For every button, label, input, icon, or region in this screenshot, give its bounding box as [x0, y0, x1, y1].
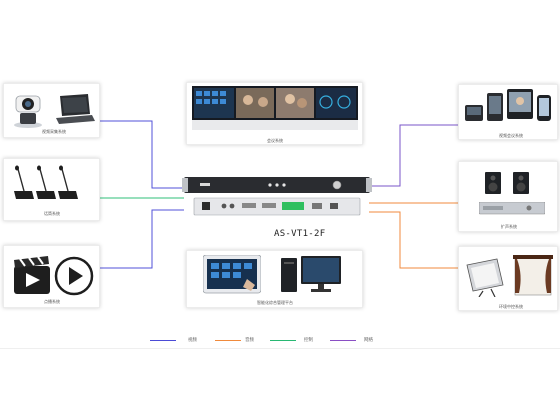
playback-system-card: 点播系统	[3, 245, 100, 308]
footer-divider	[0, 348, 560, 349]
wire-playback	[100, 209, 184, 269]
conference-phone-icon	[465, 89, 551, 121]
laptop-icon	[56, 94, 95, 124]
device-rack-unit	[182, 177, 372, 216]
speaker-system-card: 扩声系统	[458, 161, 558, 232]
stage-light-icon	[466, 258, 504, 297]
legend-video-label: 视频	[188, 338, 197, 343]
touch-panel-icon	[203, 255, 261, 294]
legend-audio-label: 音频	[245, 338, 254, 343]
device-model-label: AS-VT1-2F	[274, 229, 326, 239]
display-system-card: 会议系统	[186, 82, 363, 145]
legend-control-label: 控制	[304, 338, 313, 343]
camera-system-card: 视频采集系统	[3, 83, 100, 138]
videoconf-system-label: 视频会议系统	[499, 133, 523, 138]
wire-videoconf	[369, 124, 458, 187]
playback-system-label: 点播系统	[44, 299, 60, 304]
ptz-camera-icon	[14, 95, 42, 128]
curtain-icon	[513, 255, 553, 296]
control-platform-label: 智能化综合管理平台	[257, 300, 293, 305]
speaker-icon	[485, 172, 529, 194]
lighting-system-label: 环境中控系统	[499, 304, 523, 309]
wire-camera	[100, 120, 184, 189]
clapperboard-icon	[14, 256, 50, 294]
legend-audio-line	[215, 340, 241, 341]
control-platform-card: 智能化综合管理平台	[186, 250, 363, 308]
legend-network-label: 网络	[364, 338, 373, 343]
videoconf-system-card: 视频会议系统	[458, 84, 558, 140]
wire-lighting	[369, 211, 458, 269]
camera-system-label: 视频采集系统	[42, 129, 66, 134]
video-wall-icon	[192, 86, 358, 130]
mic-system-label: 话筒系统	[44, 211, 60, 216]
lighting-system-card: 环境中控系统	[458, 246, 558, 311]
speaker-system-label: 扩声系统	[501, 224, 517, 229]
desktop-computer-icon	[281, 256, 341, 292]
play-button-icon	[54, 256, 94, 296]
legend-video-line	[150, 340, 176, 341]
amplifier-icon	[479, 202, 545, 215]
display-system-label: 会议系统	[267, 138, 283, 143]
legend-control-line	[270, 340, 296, 341]
gooseneck-microphone-icon	[14, 165, 78, 199]
legend-network-line	[330, 340, 356, 341]
mic-system-card: 话筒系统	[3, 158, 100, 221]
